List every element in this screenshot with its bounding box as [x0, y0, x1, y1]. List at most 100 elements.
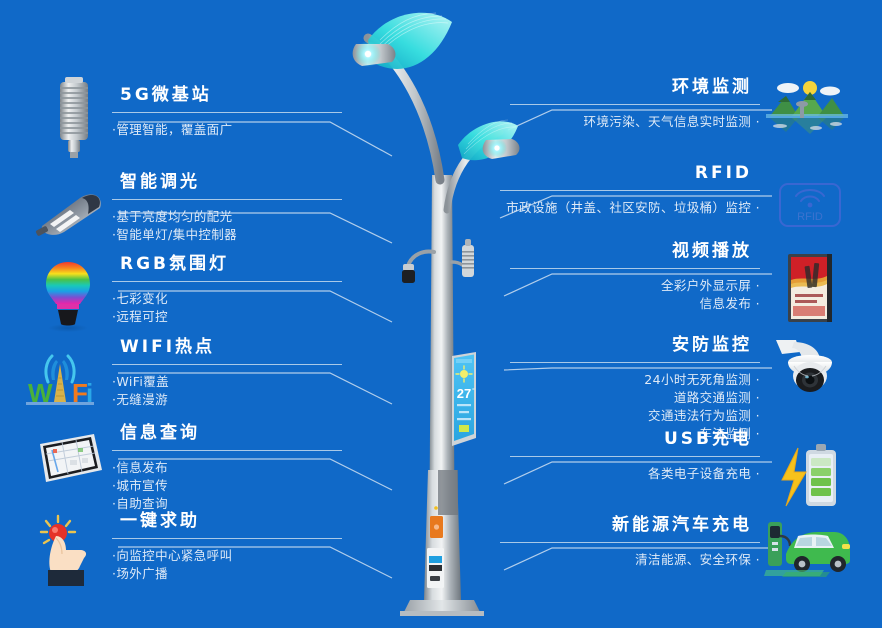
bullet-item: 向监控中心紧急呼叫: [112, 547, 342, 565]
battery-bolt-icon: [781, 444, 836, 507]
feature-bullets: 管理智能，覆盖面广: [112, 121, 342, 139]
feature-rule: [112, 537, 342, 539]
bullet-item: 基于亮度均匀的配光: [112, 208, 342, 226]
5g-antenna-icon: [60, 77, 88, 158]
usb-socket: [430, 576, 440, 581]
screen-badge: [459, 425, 469, 432]
led-dot-upper: [364, 50, 372, 58]
bullet-item: 无缝漫游: [112, 391, 342, 409]
ptz-dome-camera-icon: [776, 340, 832, 392]
feature-rule: [112, 198, 342, 200]
rfid-card-icon: RFID: [779, 183, 841, 227]
sos-button: [433, 524, 440, 530]
tablet-map-icon: [40, 434, 102, 482]
feature-title: WIFI热点: [120, 337, 216, 357]
icon-ev-charging-car: [764, 514, 854, 580]
feature-title: RGB氛围灯: [120, 254, 230, 274]
feature-rule: [112, 449, 342, 451]
bullet-item: 管理智能，覆盖面广: [112, 121, 342, 139]
feature-title: 环境监测: [672, 77, 752, 97]
bullet-item: 全彩户外显示屏: [510, 277, 760, 295]
bullet-item: 环境污染、天气信息实时监测: [510, 113, 760, 131]
feature-rule: [510, 103, 760, 105]
pole-shaft: [429, 175, 455, 560]
bullet-item: 自助查询: [112, 495, 342, 513]
feature-rfid[interactable]: RFID 市政设施（井盖、社区安防、垃圾桶）监控: [500, 164, 760, 217]
bullet-item: 信息发布: [112, 459, 342, 477]
feature-title: RFID: [694, 163, 752, 183]
feature-bullets: 基于亮度均匀的配光 智能单灯/集中控制器: [112, 208, 342, 244]
ev-charging-car-icon: [764, 522, 850, 577]
feature-rule: [510, 267, 760, 269]
feature-information-inquiry[interactable]: 信息查询 信息发布 城市宣传 自助查询: [112, 424, 342, 513]
icon-battery-bolt: [772, 440, 846, 512]
bullet-item: 城市宣传: [112, 477, 342, 495]
bullet-item: 市政设施（井盖、社区安防、垃圾桶）监控: [500, 199, 760, 217]
feature-title: 信息查询: [120, 423, 200, 443]
feature-rgb-ambient-light[interactable]: RGB氛围灯 七彩变化 远程可控: [112, 255, 342, 326]
bullet-item: 24小时无死角监测: [510, 371, 760, 389]
camera-bracket: [406, 249, 436, 268]
feature-bullets: 全彩户外显示屏 信息发布: [510, 277, 760, 313]
feature-bullets: 各类电子设备充电: [510, 465, 760, 483]
base-footing: [400, 611, 484, 616]
rfid-icon-label: RFID: [797, 211, 823, 223]
pole-dark-band: [438, 470, 458, 515]
feature-5g-micro-base-station[interactable]: 5G微基站 管理智能，覆盖面广: [112, 86, 342, 139]
feature-title: 安防监控: [672, 335, 752, 355]
screen-info-lines: [457, 404, 471, 421]
feature-title: 5G微基站: [120, 85, 212, 105]
icon-hand-press-button: [36, 512, 100, 588]
bullet-item: 清洁能源、安全环保: [500, 551, 760, 569]
screen-degree-symbol: °: [472, 387, 475, 395]
svg-text:F: F: [72, 378, 88, 408]
feature-title: USB充电: [663, 429, 752, 449]
icon-ptz-dome-camera: [768, 336, 846, 408]
svg-text:i: i: [86, 378, 93, 408]
feature-usb-charging[interactable]: USB充电 各类电子设备充电: [510, 430, 760, 483]
icon-street-lamp: [30, 182, 108, 244]
surveillance-camera: [402, 270, 415, 283]
pole-base-plate: [404, 600, 480, 612]
feature-bullets: 清洁能源、安全环保: [500, 551, 760, 569]
bullet-item: 七彩变化: [112, 290, 342, 308]
antenna-fins: [462, 251, 474, 269]
led-dot-lower: [494, 145, 500, 151]
feature-bullets: 24小时无死角监测 道路交通监测 交通违法行为监测 车流监测: [510, 371, 760, 444]
feature-environment-monitoring[interactable]: 环境监测 环境污染、天气信息实时监测: [510, 78, 760, 131]
wifi-tower-icon: W F i: [26, 354, 94, 408]
usb-port-row: [429, 565, 442, 571]
feature-bullets: 信息发布 城市宣传 自助查询: [112, 459, 342, 513]
icon-wifi-tower: W F i: [22, 352, 98, 410]
feature-security-surveillance[interactable]: 安防监控 24小时无死角监测 道路交通监测 交通违法行为监测 车流监测: [510, 336, 760, 443]
icon-rfid-card: RFID: [774, 176, 846, 234]
bullet-item: 信息发布: [510, 295, 760, 313]
rainbow-bulb-icon: [46, 262, 90, 332]
camera-mount: [403, 264, 414, 271]
antenna-cap: [465, 239, 471, 246]
bullet-item: 交通违法行为监测: [510, 407, 760, 425]
feature-wifi-hotspot[interactable]: WIFI热点 WiFi覆盖 无缝漫游: [112, 338, 342, 409]
feature-rule: [112, 363, 342, 365]
feature-bullets: 市政设施（井盖、社区安防、垃圾桶）监控: [500, 199, 760, 217]
bullet-item: 各类电子设备充电: [510, 465, 760, 483]
icon-tablet-map: [32, 428, 106, 490]
street-lamp-icon: [35, 194, 101, 236]
feature-video-playback[interactable]: 视频播放 全彩户外显示屏 信息发布: [510, 242, 760, 313]
feature-intelligent-dimming[interactable]: 智能调光 基于亮度均匀的配光 智能单灯/集中控制器: [112, 173, 342, 244]
bullet-item: WiFi覆盖: [112, 373, 342, 391]
icon-led-billboard: [782, 250, 838, 328]
feature-new-energy-vehicle-charging[interactable]: 新能源汽车充电 清洁能源、安全环保: [500, 516, 760, 569]
feature-rule: [112, 280, 342, 282]
environment-landscape-icon: [766, 81, 848, 134]
hand-press-button-icon: [39, 514, 87, 586]
feature-title: 视频播放: [672, 241, 752, 261]
bullet-item: 场外广播: [112, 565, 342, 583]
feature-title: 一键求助: [120, 511, 200, 531]
screen-temperature: 27: [457, 386, 471, 401]
screen-header-strip: [456, 359, 472, 363]
bullet-item: 车流监测: [510, 425, 760, 443]
feature-one-key-help[interactable]: 一键求助 向监控中心紧急呼叫 场外广播: [112, 512, 342, 583]
